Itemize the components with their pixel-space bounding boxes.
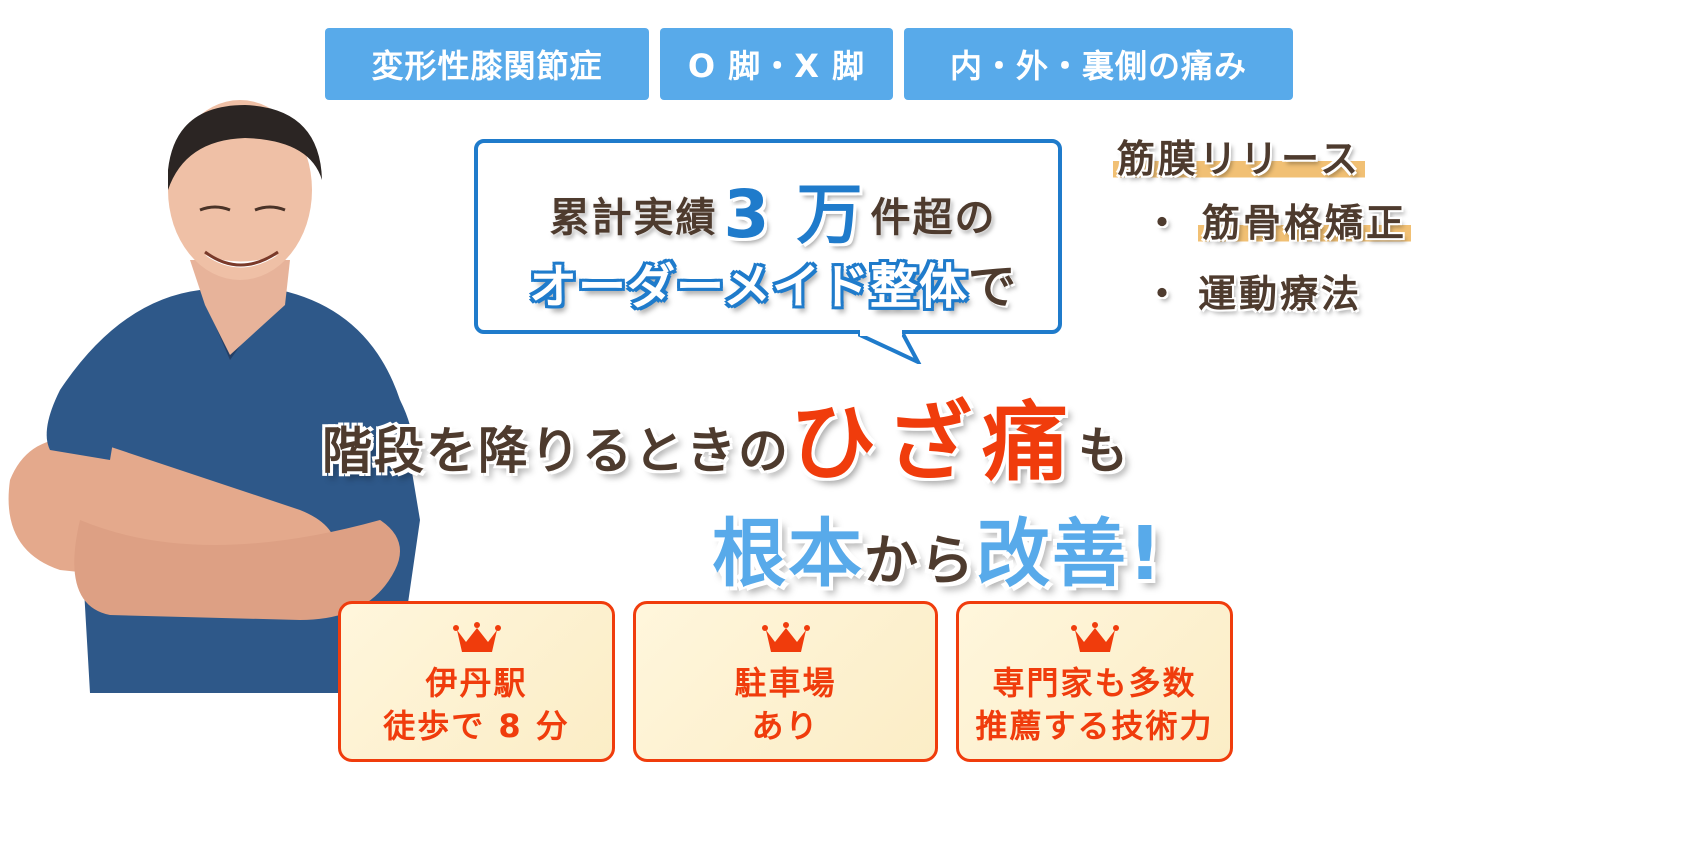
- method-label: 筋膜リリース: [1113, 137, 1366, 181]
- tag-inner-outer-back-pain: 内・外・裏側の痛み: [904, 28, 1293, 100]
- headline-root: 根本: [712, 511, 864, 597]
- feature-card-expertise: 専門家も多数 推薦する技術力: [956, 601, 1233, 762]
- achievement-speech-bubble: 累計実績3 万件超の オーダーメイド整体で: [474, 139, 1062, 334]
- cases-over-label: 件超の: [870, 195, 997, 241]
- feature-line1: 伊丹駅: [425, 664, 528, 702]
- method-item: 筋膜リリース: [1113, 128, 1366, 183]
- headline-improve: 改善!: [976, 511, 1164, 597]
- bubble-particle: で: [968, 259, 1018, 315]
- feature-line1: 専門家も多数: [992, 664, 1197, 702]
- bubble-line1: 累計実績3 万件超の: [508, 161, 1038, 257]
- feature-text: 専門家も多数 推薦する技術力: [975, 662, 1213, 748]
- feature-text: 駐車場 あり: [734, 662, 836, 748]
- feature-line1: 駐車場: [734, 664, 837, 702]
- practitioner-photo: [8, 100, 420, 693]
- feature-card-station: 伊丹駅 徒歩で 8 分: [338, 601, 615, 762]
- crown-icon: [1070, 622, 1119, 652]
- method-label: 運動療法: [1198, 272, 1363, 316]
- headline-line2: 根本から改善!: [712, 494, 1164, 601]
- headline-stairs-text: 階段を降りるときの: [322, 422, 790, 480]
- bullet-dot-icon: ・: [1143, 272, 1185, 316]
- method-item: ・運動療法: [1143, 263, 1362, 318]
- feature-cards: 伊丹駅 徒歩で 8 分 駐車場 あり 専門家も多数 推薦する技術力: [338, 601, 1233, 762]
- custom-adjustment-label: オーダーメイド整体: [528, 259, 969, 315]
- headline-line1: 階段を降りるときのひざ痛も: [322, 372, 1130, 497]
- feature-line2: 徒歩で 8 分: [383, 707, 570, 745]
- speech-bubble-tail: [858, 330, 922, 364]
- bubble-line2: オーダーメイド整体で: [498, 247, 1048, 317]
- headline-particle: も: [1078, 422, 1130, 480]
- crown-icon: [761, 622, 810, 652]
- headline-knee-pain: ひざ痛: [790, 393, 1078, 493]
- crown-icon: [452, 622, 501, 652]
- tag-bow-knock-legs: O 脚・X 脚: [660, 28, 893, 100]
- method-item: ・筋骨格矯正: [1143, 192, 1412, 247]
- headline-from: から: [864, 529, 976, 592]
- feature-card-parking: 駐車場 あり: [633, 601, 938, 762]
- case-count: 3 万: [723, 176, 865, 253]
- cumulative-results-label: 累計実績: [549, 195, 718, 241]
- feature-text: 伊丹駅 徒歩で 8 分: [383, 662, 570, 748]
- bullet-dot-icon: ・: [1143, 201, 1185, 245]
- method-label: 筋骨格矯正: [1198, 201, 1412, 245]
- feature-line2: あり: [751, 707, 820, 745]
- feature-line2: 推薦する技術力: [975, 707, 1214, 745]
- tag-knee-osteoarthritis: 変形性膝関節症: [325, 28, 649, 100]
- category-tags: 変形性膝関節症 O 脚・X 脚 内・外・裏側の痛み: [325, 28, 1293, 100]
